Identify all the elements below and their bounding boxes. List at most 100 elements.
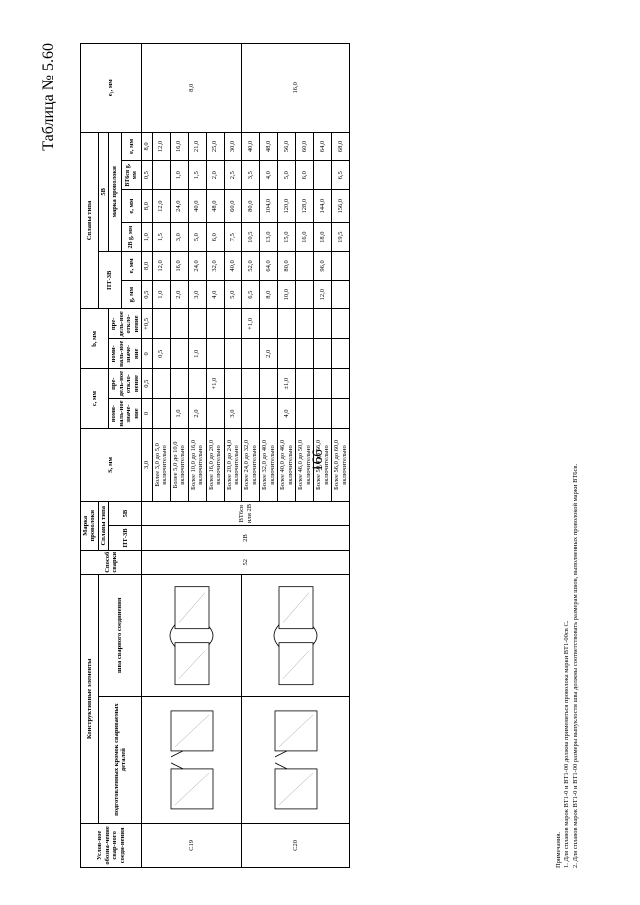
cell-vt-g: 1,0 [170,160,189,190]
cell-b-dev [259,309,278,339]
cell-pt-e: 16,0 [170,251,189,281]
cell-pt-e: 24,0 [188,251,207,281]
hdr-alloys: Сплавы типа [98,501,109,551]
weld-seam-c20 [241,574,350,697]
hdr-wire-grade: Марка проволоки [80,501,99,551]
cell-v2-g: 3,0 [170,222,189,252]
cell-c-dev [241,368,260,399]
cell-b-nom [170,338,189,369]
rotated-page: Таблица № 5.60 Услов-ное обозна-чение св… [40,43,590,868]
cell-vt-e: 60,0 [295,132,314,161]
cell-b-nom: 0 [141,338,153,369]
cell-c-dev [313,368,332,399]
cell-c-dev [259,368,278,399]
cell-c-dev [170,368,189,399]
hdr-2v-g: 2В g, мм [121,222,142,252]
cell-pt-g: 6,5 [241,280,260,309]
cell-c-dev: ±1,0 [277,368,296,399]
cell-pt-e: 8,0 [141,251,153,281]
cell-v2-e: 80,0 [241,189,260,223]
cell-s: 3,0 [141,428,153,502]
hdr-b-nom: номи-наль-ное значе-ние [108,338,142,369]
cell-b-dev [295,309,314,339]
note-1: 1. Для сплавов марок ВТ1-0 и ВТ1-00 долж… [563,620,571,868]
cell-c-dev [152,368,171,399]
cell-s: Более 46,0 до 50,0 включительно [295,428,314,502]
cell-b-dev [224,309,242,339]
hdr-2v-g-label: g, мм [128,225,135,240]
cell-b-nom [277,338,296,369]
cell-pt-g [331,280,350,309]
cell-v2-e: 144,0 [313,189,332,223]
hdr-b-dev: пре-дель-ное откло-нение [108,309,142,339]
hdr-weld-seam: шва сварного соединения [98,574,142,697]
cell-v2-g: 16,0 [295,222,314,252]
cell-b-dev [277,309,296,339]
cell-vt-e: 21,0 [188,132,207,161]
cell-v2-e: 156,0 [331,189,350,223]
cell-vt-e: 64,0 [313,132,332,161]
cell-pt-e: 12,0 [152,251,171,281]
hdr-c-dev: пре-дель-ное откло-нение [108,368,142,399]
cell-s: Более 50,0 до 56,0 включительно [313,428,332,502]
cell-vt-e: 25,0 [206,132,224,161]
hdr-pt3v2: ПТ-3В [98,251,122,309]
hdr-c-nom: номи-наль-ное значе-ние [108,398,142,429]
cell-v2-e: 8,0 [141,189,153,223]
note-2: 2. Для сплавов марок ВТ1-0 и ВТ1-00 разм… [571,463,579,868]
cell-v2-e: 12,0 [152,189,171,223]
hdr-pt-e: е, мм [121,251,142,281]
cell-pt-e: 40,0 [224,251,242,281]
cell-s: Более 16,0 до 20,0 включительно [206,428,224,502]
cell-v2-g: 7,5 [224,222,242,252]
cell-c-dev [224,368,242,399]
cell-vt-e: 30,0 [224,132,242,161]
cell-pt-e: 64,0 [259,251,278,281]
cell-s: Более 56,0 до 60,0 включительно [331,428,350,502]
cell-pt-g: 2,0 [170,280,189,309]
cell-b-nom [313,338,332,369]
weld-seam-sketch [273,585,318,685]
cell-v2-g: 10,5 [241,222,260,252]
cell-b-nom [224,338,242,369]
cell-vt-g [313,160,332,190]
cell-vt-g [152,160,171,190]
cell-pt-e: 52,0 [241,251,260,281]
cell-v2-g: 5,0 [188,222,207,252]
weld-seam-c19 [141,574,242,697]
cell-pt-e: 80,0 [277,251,296,281]
cell-vt-e: 48,0 [259,132,278,161]
cell-v2-g: 13,0 [259,222,278,252]
cell-c-nom [206,398,224,429]
cell-c-nom [331,398,350,429]
cell-pt-g: 5,0 [224,280,242,309]
cell-v2-g: 15,0 [277,222,296,252]
cell-s: Более 32,0 до 40,0 включительно [259,428,278,502]
hdr-e1: e₁, мм [80,43,142,133]
cell-b-nom: 2,0 [259,338,278,369]
cell-s: Более 24,0 до 32,0 включительно [241,428,260,502]
cell-c-nom: 3,0 [224,398,242,429]
cell-c-nom [241,398,260,429]
cell-pt-g: 3,0 [188,280,207,309]
cell-c-dev: +1,0 [206,368,224,399]
cell-c-dev [295,368,314,399]
cell-vt-e: 12,0 [152,132,171,161]
cell-pt-g: 0,5 [141,280,153,309]
cell-v2-g: 18,0 [313,222,332,252]
hdr-s: S, мм [80,428,142,502]
cell-pt-g: 10,0 [277,280,296,309]
cell-pt-g: 1,0 [152,280,171,309]
edge-prep-sketch [274,710,318,810]
cell-c-nom: 4,0 [277,398,296,429]
cell-s: Более 5,0 до 10,0 включительно [170,428,189,502]
cell-c-dev: 0,5 [141,368,153,399]
cell-vt-g: 2,5 [224,160,242,190]
cell-b-dev [206,309,224,339]
cell-vt-g: 3,5 [241,160,260,190]
cell-v2-e: 60,0 [224,189,242,223]
hdr-alloys2: Сплавы типа [80,132,99,309]
cell-pt-e [295,251,314,281]
